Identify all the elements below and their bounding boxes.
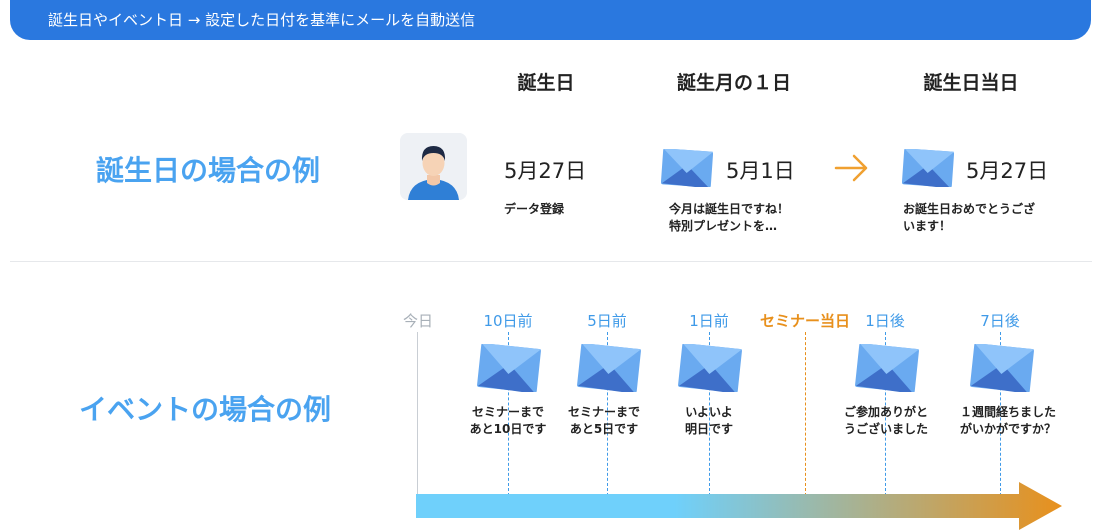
envelope-icon [855, 344, 919, 392]
birthday-date: 5月27日 [504, 159, 587, 183]
timeline-guide-7-days-after [1000, 332, 1001, 496]
envelope-icon [477, 344, 541, 392]
caption-birth-month-message: 今月は誕生日ですね！ 特別プレゼントを… [669, 202, 790, 233]
timeline-guide-1-day-after [885, 332, 886, 496]
timeline-guide-1-day-before [709, 332, 710, 496]
timeline-guide-10-days-before [508, 332, 509, 496]
timeline-guide-5-days-before [607, 332, 608, 496]
user-avatar-icon [400, 133, 467, 200]
event-section-title: イベントの場合の例 [79, 393, 332, 426]
caption-1-day-after: ご参加ありがと うございました [843, 405, 929, 436]
timeline-arrow [414, 482, 1064, 531]
timeline-label-seminar-day: セミナー当日 [759, 312, 851, 330]
timeline-label-today: 今日 [402, 312, 434, 330]
timeline-guide-seminar-day [805, 332, 806, 496]
birthday-section-title: 誕生日の場合の例 [96, 154, 321, 187]
banner-text: 誕生日やイベント日 → 設定した日付を基準にメールを自動送信 [48, 11, 476, 29]
timeline-label-5-days-before: 5日前 [587, 312, 627, 330]
timeline-label-1-day-before: 1日前 [689, 312, 729, 330]
section-divider [10, 261, 1092, 262]
caption-1-day-before: いよいよ 明日です [684, 405, 734, 436]
timeline-label-10-days-before: 10日前 [483, 312, 533, 330]
column-heading-birthday: 誕生日 [517, 72, 575, 94]
caption-5-days-before: セミナーまで あと5日です [567, 405, 641, 436]
caption-7-days-after: １週間経ちました がいかがですか？ [959, 405, 1057, 436]
envelope-icon [902, 149, 954, 187]
envelope-icon [661, 149, 713, 187]
envelope-icon [970, 344, 1034, 392]
envelope-icon [678, 344, 742, 392]
birth-month-first-date: 5月1日 [726, 159, 795, 183]
birthday-day-date: 5月27日 [966, 159, 1049, 183]
timeline-guide-today [417, 332, 418, 496]
caption-birthday-message: お誕生日おめでとうござ います！ [903, 202, 1036, 233]
caption-10-days-before: セミナーまで あと10日です [469, 405, 547, 436]
timeline-label-1-day-after: 1日後 [865, 312, 905, 330]
column-heading-birth-month-first: 誕生月の１日 [676, 72, 792, 94]
column-heading-birthday-day: 誕生日当日 [923, 72, 1019, 94]
timeline-label-7-days-after: 7日後 [980, 312, 1020, 330]
header-banner: 誕生日やイベント日 → 設定した日付を基準にメールを自動送信 [10, 0, 1091, 40]
caption-data-registration: データ登録 [504, 202, 565, 216]
envelope-icon [577, 344, 641, 392]
right-arrow-icon [834, 152, 870, 188]
